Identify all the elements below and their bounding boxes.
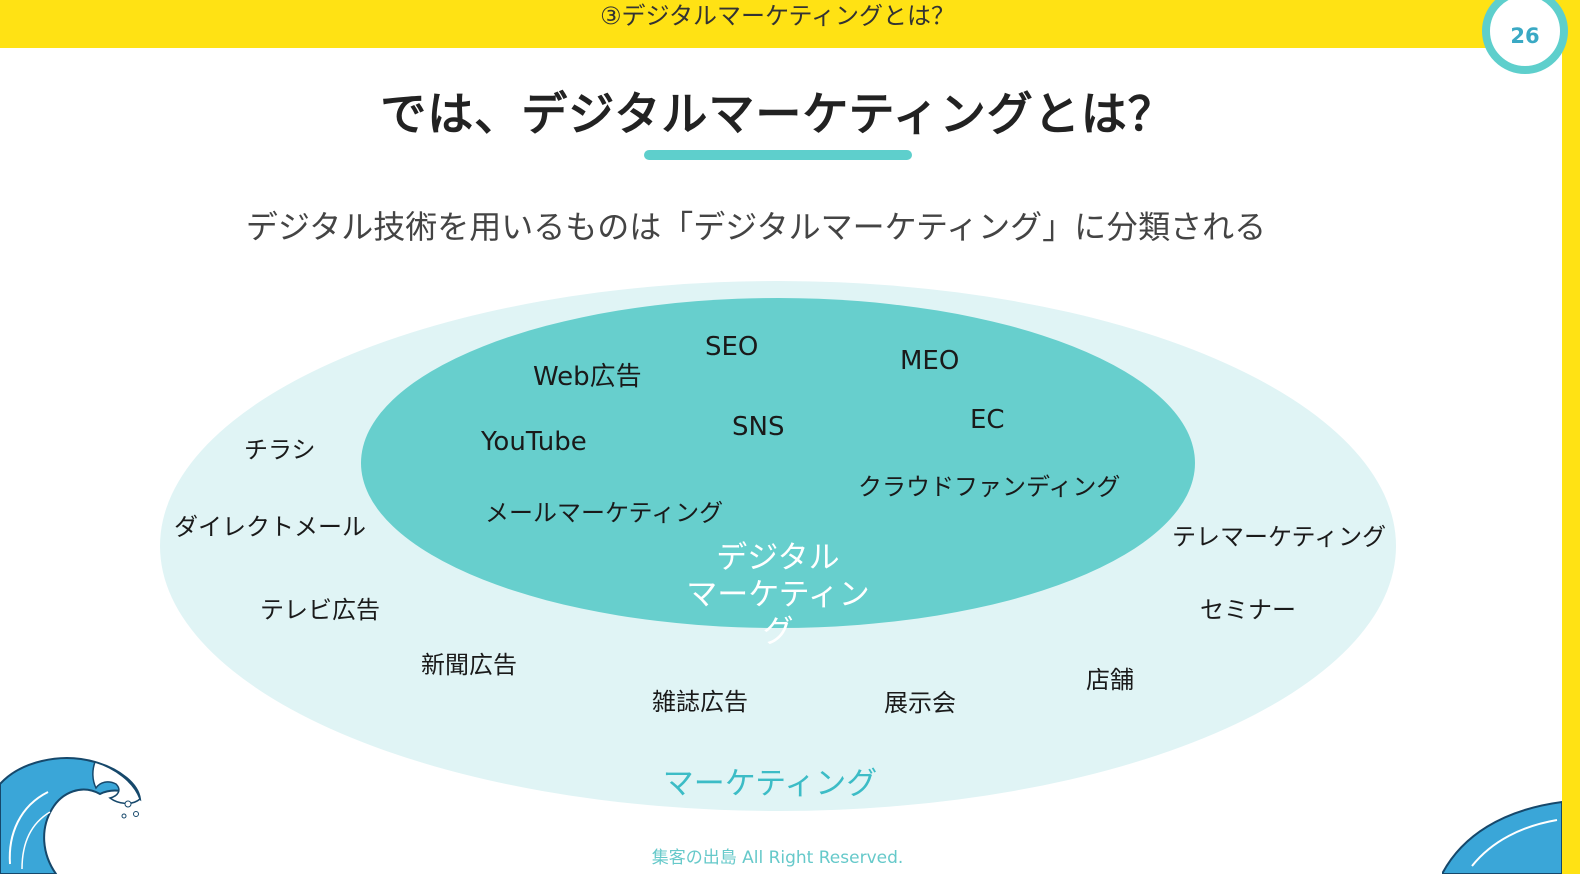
- item-magazine-ad: 雑誌広告: [652, 688, 748, 716]
- item-seminar: セミナー: [1200, 596, 1296, 624]
- item-seo: SEO: [705, 332, 759, 362]
- item-flyer: チラシ: [244, 436, 316, 464]
- digital-marketing-label-line2: マーケティング: [686, 577, 870, 650]
- marketing-label: マーケティング: [662, 766, 878, 802]
- page-number: 26: [1510, 24, 1540, 48]
- item-ec: EC: [970, 405, 1005, 435]
- title-underline: [644, 150, 912, 160]
- item-newspaper-ad: 新聞広告: [421, 651, 517, 679]
- item-crowdfunding: クラウドファンディング: [858, 473, 1121, 501]
- item-exhibition: 展示会: [884, 689, 956, 717]
- page-number-badge: 26: [1482, 0, 1568, 74]
- wave-illustration-right: [1442, 800, 1562, 874]
- page-title: では、デジタルマーケティングとは？: [380, 87, 1175, 141]
- item-meo: MEO: [900, 346, 960, 376]
- section-title: ③デジタルマーケティングとは？: [599, 2, 956, 30]
- item-direct-mail: ダイレクトメール: [174, 513, 366, 541]
- item-email-marketing: メールマーケティング: [485, 499, 724, 527]
- footer-copyright: 集客の出島 All Right Reserved.: [651, 848, 904, 868]
- page-subtitle: デジタル技術を用いるものは「デジタルマーケティング」に分類される: [245, 208, 1267, 246]
- digital-marketing-label-line1: デジタル: [716, 540, 840, 576]
- item-telemarketing: テレマーケティング: [1172, 523, 1387, 551]
- wave-illustration-left: [0, 757, 142, 874]
- item-sns: SNS: [732, 412, 785, 442]
- item-youtube: YouTube: [481, 427, 587, 457]
- digital-marketing-ellipse: [361, 298, 1195, 628]
- item-store: 店舗: [1086, 666, 1134, 694]
- digital-marketing-label: デジタル マーケティング: [676, 540, 880, 651]
- item-web-ad: Web広告: [533, 362, 642, 392]
- right-accent-strip: [1562, 48, 1580, 874]
- item-tv-ad: テレビ広告: [260, 596, 380, 624]
- header-banner: [0, 0, 1580, 48]
